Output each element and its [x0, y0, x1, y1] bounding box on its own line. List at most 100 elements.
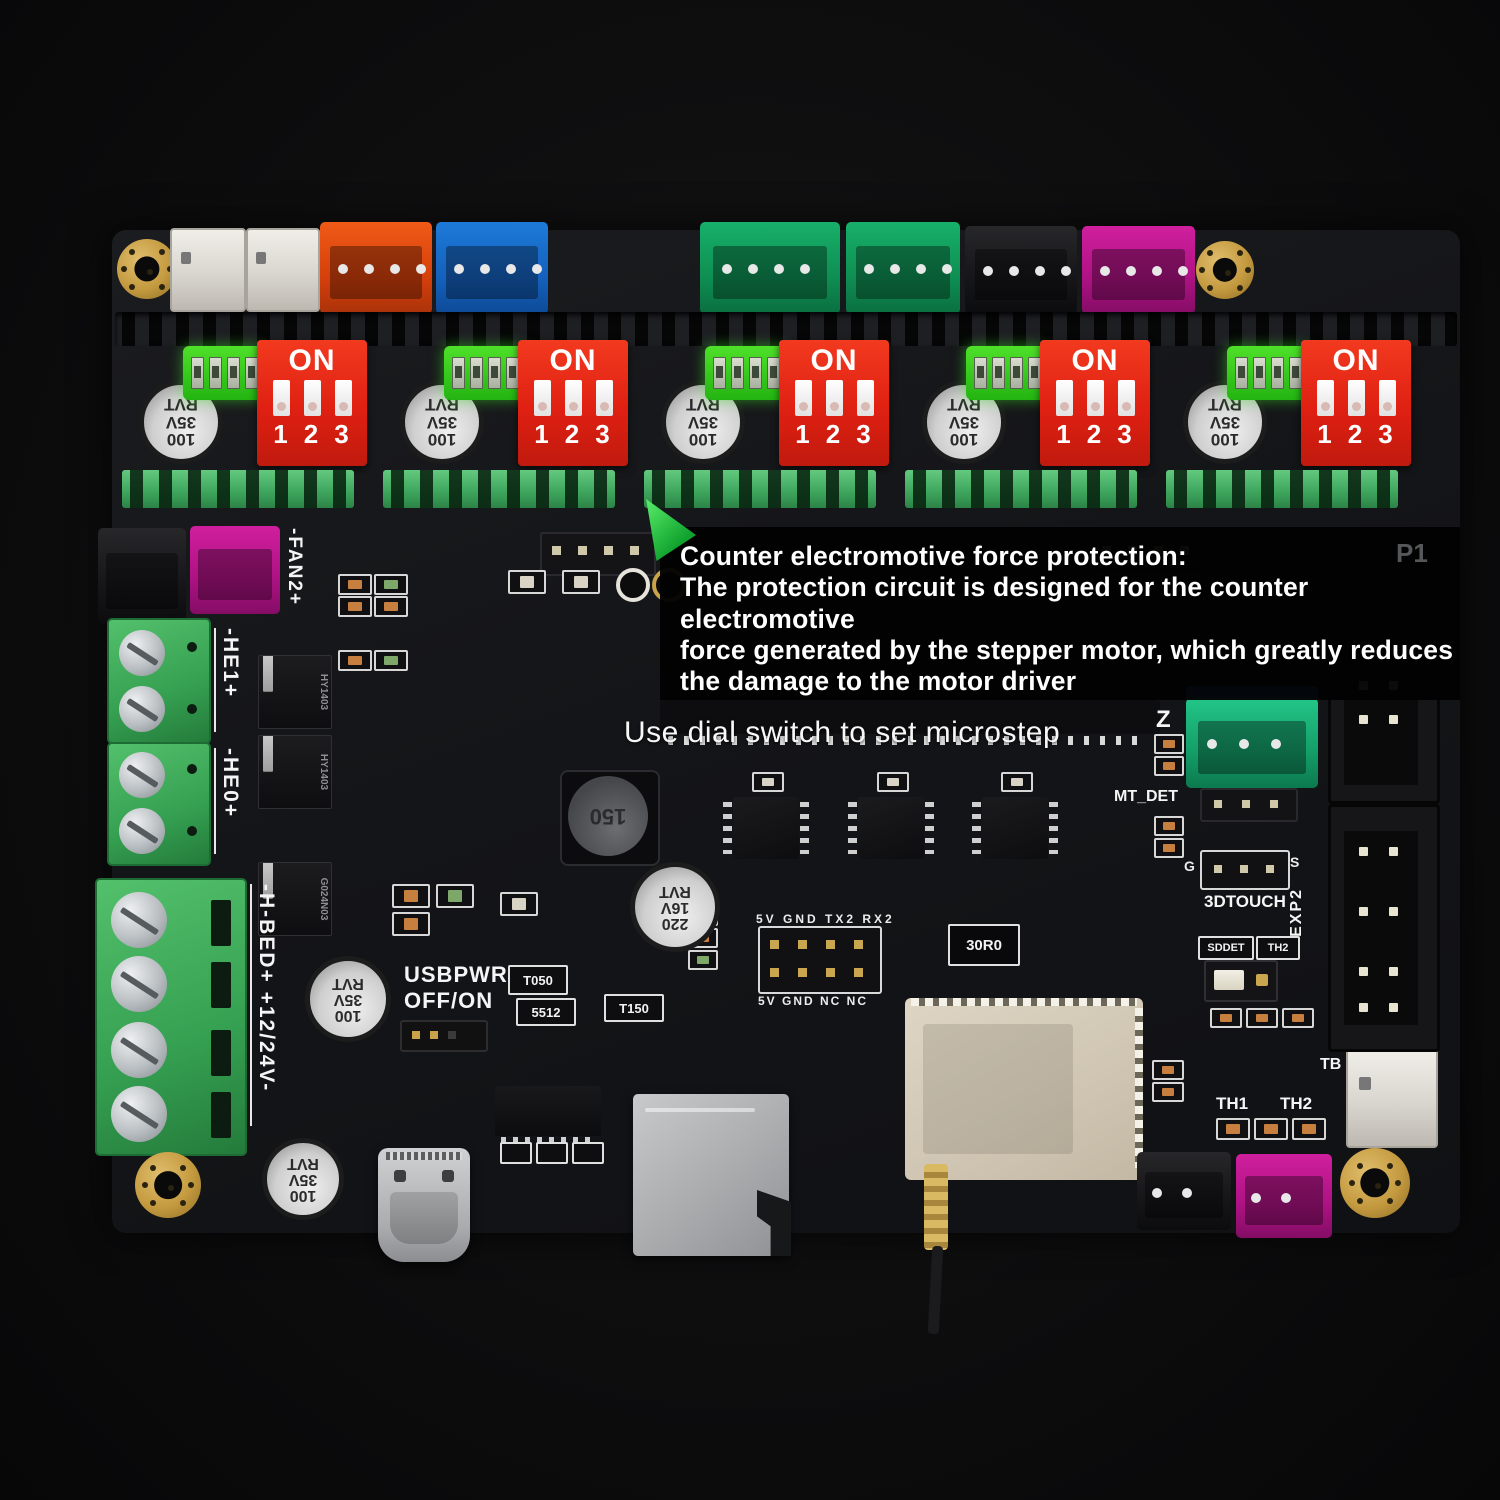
jumper-pad	[500, 1142, 532, 1164]
fan2-connector-magenta	[190, 526, 280, 614]
annotation-overlay: Counter electromotive force protection: …	[660, 527, 1460, 700]
smd-resistor	[1152, 1060, 1184, 1080]
driver-terminal-strip	[905, 470, 1137, 508]
x-motor-connector-blue	[436, 222, 548, 314]
th2-label: TH2	[1280, 1094, 1313, 1113]
smd-resistor	[1154, 756, 1184, 776]
usb-c-port	[378, 1148, 470, 1262]
th2-det-label: TH2	[1256, 936, 1300, 960]
3dtouch-header	[1200, 850, 1290, 890]
heated-bed-terminal	[95, 878, 247, 1156]
wifi-module	[905, 998, 1143, 1180]
smd-resistor	[1216, 1118, 1250, 1140]
inductor-150: 150	[568, 776, 648, 856]
sd-detect-switch	[1204, 960, 1278, 1002]
component-t150: T150	[604, 994, 664, 1022]
board-caption: Use dial switch to set microstep	[624, 716, 1061, 749]
annotation-title: Counter electromotive force protection:	[680, 541, 1187, 571]
microstep-dial-highlight	[444, 346, 526, 400]
smd-resistor	[374, 574, 408, 595]
usbpwr-label: USBPWR	[404, 962, 508, 987]
hbed-label: -H-BED+ +12/24V-	[250, 884, 278, 1126]
he0-label: -HE0+	[214, 748, 242, 854]
fan-connector-black	[98, 528, 186, 624]
driver-terminal-strip	[122, 470, 354, 508]
thermistor-connector-magenta	[1236, 1154, 1332, 1238]
annotation-line: force generated by the stepper motor, wh…	[680, 634, 1454, 665]
driver-ic	[723, 797, 809, 859]
driver-ic	[972, 797, 1058, 859]
motor-connector-magenta	[1082, 226, 1195, 314]
mosfet: HY1403	[258, 735, 332, 809]
ic-socket-row	[660, 700, 1160, 734]
tb-jst-connector	[1346, 1048, 1438, 1148]
smd-resistor	[1154, 838, 1184, 858]
smd-resistor	[877, 772, 909, 792]
thermistor-connector-black	[1137, 1152, 1231, 1230]
y-motor-connector-green	[700, 222, 840, 314]
usbpwr-offon-label: OFF/ON	[404, 988, 494, 1013]
microstep-dial-highlight	[1227, 346, 1309, 400]
smd-resistor	[374, 596, 408, 617]
sd-card-slot	[633, 1094, 791, 1256]
smd-resistor	[1154, 816, 1184, 836]
pin-row	[668, 736, 1148, 745]
antenna-connector	[924, 1164, 948, 1250]
sddet-label: SDDET	[1198, 936, 1254, 960]
smd-resistor	[688, 950, 718, 970]
th1-label: TH1	[1216, 1094, 1249, 1113]
uart-bottom-label: 5V GND NC NC	[758, 994, 869, 1008]
microstep-dial-highlight	[705, 346, 787, 400]
g-pin-label: G	[1184, 858, 1195, 874]
jst-connector-white	[170, 228, 246, 312]
extruder-connector-orange	[320, 222, 432, 314]
microstep-dial-highlight	[966, 346, 1048, 400]
fan2-label: -FAN2+	[284, 528, 305, 606]
test-pad	[616, 568, 650, 602]
smd-resistor	[392, 884, 430, 908]
exp2-idc-socket	[1328, 804, 1440, 1052]
jumper-pad	[536, 1142, 568, 1164]
mt-det-header	[1200, 788, 1298, 822]
smd-resistor	[508, 570, 546, 594]
smd-resistor	[1246, 1008, 1278, 1028]
smd-resistor	[1210, 1008, 1242, 1028]
component-t050: T050	[508, 965, 568, 995]
smd-resistor	[392, 912, 430, 936]
mosfet: G024N03	[258, 862, 332, 936]
annotation-line: The protection circuit is designed for t…	[680, 572, 1309, 634]
z-motor-connector-green	[846, 222, 960, 314]
mounting-hole	[135, 1152, 201, 1218]
smd-resistor	[1154, 734, 1184, 754]
soic-chip	[495, 1086, 601, 1146]
tb-label: TB	[1320, 1056, 1342, 1073]
driver-ic	[848, 797, 934, 859]
microstep-dial-highlight	[183, 346, 265, 400]
antenna-wire	[927, 1245, 944, 1335]
smd-resistor	[338, 596, 372, 617]
s-pin-label: S	[1290, 854, 1300, 870]
z-endstop-connector	[1186, 698, 1318, 788]
smd-resistor	[500, 892, 538, 916]
smd-resistor	[1292, 1118, 1326, 1140]
smd-resistor	[338, 650, 372, 671]
mounting-hole	[1196, 241, 1254, 299]
smd-resistor	[1001, 772, 1033, 792]
annotation-line: the damage to the motor driver	[680, 666, 1077, 697]
uart-top-label: 5V GND TX2 RX2	[756, 912, 895, 926]
motor-connector-black	[965, 226, 1077, 314]
usbpwr-jumper	[400, 1020, 488, 1052]
mt-det-label: MT_DET	[1114, 788, 1178, 805]
